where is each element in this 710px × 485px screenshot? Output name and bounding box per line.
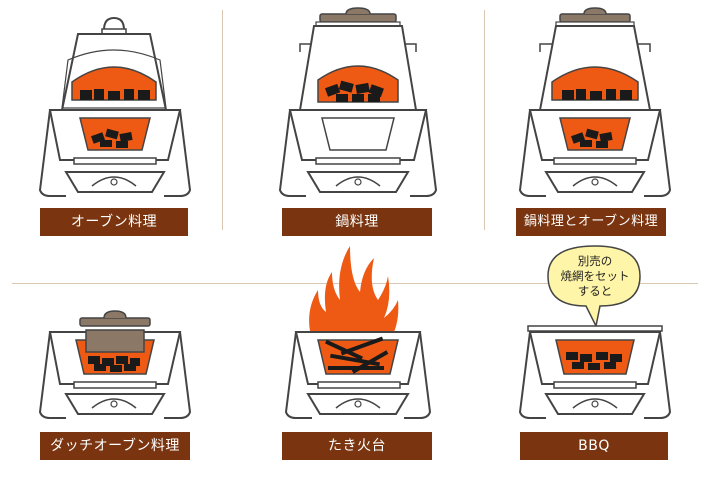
label-bbq: BBQ — [520, 432, 668, 460]
bubble-line-1: 別売の — [577, 254, 613, 268]
bubble-line-3: すると — [577, 284, 613, 298]
label-bonfire: たき火台 — [282, 432, 432, 460]
divider-vertical-left — [222, 10, 223, 230]
label-dutch-oven: ダッチオーブン料理 — [40, 432, 190, 460]
bubble-line-2: 焼網をセット — [560, 269, 630, 283]
label-oven: オーブン料理 — [40, 208, 188, 236]
speech-bubble-text: 別売の 焼網をセット すると — [545, 254, 645, 299]
label-pot-oven: 鍋料理とオーブン料理 — [516, 208, 666, 236]
divider-vertical-right — [484, 10, 485, 230]
label-pot: 鍋料理 — [282, 208, 432, 236]
